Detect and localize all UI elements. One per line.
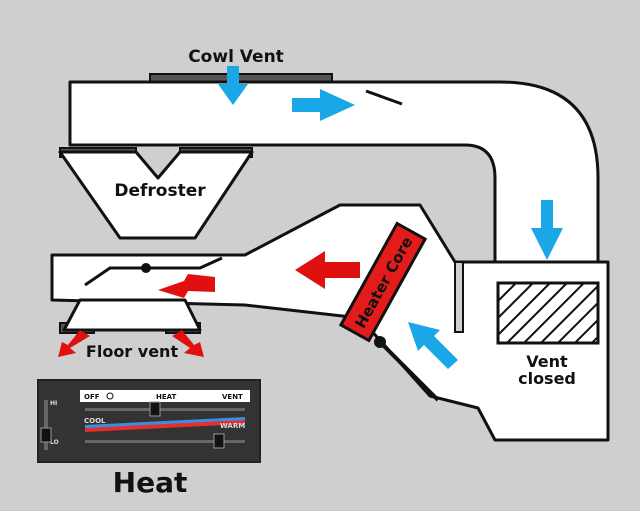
fan-lo-label: LO — [50, 439, 59, 446]
cowl-flap-door — [365, 89, 403, 106]
mode-strip — [80, 390, 250, 402]
cowl-vent-label: Cowl Vent — [188, 47, 284, 67]
fan-slider-track — [44, 400, 48, 450]
hvac-control-panel: HI LO OFF HEAT VENT COOL WARM — [37, 379, 261, 463]
temp-warm-label: WARM — [220, 422, 245, 430]
fan-slider-knob[interactable] — [40, 427, 52, 443]
mode-door-pivot — [141, 263, 151, 273]
warm-air-arrow-from-core — [295, 251, 360, 289]
cool-air-arrow-cowl-down — [218, 66, 248, 105]
floor-vent-label: Floor vent — [86, 342, 179, 361]
fan-hi-label: HI — [50, 400, 57, 407]
defroster-label: Defroster — [114, 181, 206, 201]
vent-divider-wall — [454, 261, 464, 333]
mode-heat-label: HEAT — [156, 393, 177, 401]
blend-door-pivot — [374, 336, 386, 348]
defroster-duct — [58, 150, 254, 240]
mode-title: Heat — [113, 466, 188, 499]
mode-off-label: OFF — [84, 393, 100, 401]
cool-air-arrow-duct-down — [531, 200, 563, 260]
temp-cool-label: COOL — [84, 417, 106, 425]
mode-door — [84, 256, 223, 287]
vent-closed-label-line1: Vent — [526, 352, 568, 371]
warm-air-arrow-floor-right — [172, 330, 204, 357]
cool-air-arrow-cowl-right — [292, 89, 355, 121]
floor-duct — [62, 298, 202, 332]
blend-door — [378, 340, 440, 402]
temp-slider-knob[interactable] — [213, 433, 225, 449]
defrost-mode-icon — [106, 392, 114, 400]
heater-plenum — [50, 203, 610, 442]
warm-air-arrow-floor-left — [58, 330, 90, 357]
cowl-duct — [68, 80, 600, 264]
mode-slider-track — [85, 408, 245, 411]
cool-air-arrow-into-heater — [408, 322, 458, 369]
vent-closed-label-line2: closed — [518, 369, 576, 388]
mode-vent-label: VENT — [222, 393, 243, 401]
temp-gradient-warm — [85, 420, 245, 432]
mode-slider-knob[interactable] — [149, 401, 161, 417]
temp-slider-track — [85, 440, 245, 443]
warm-air-arrow-to-floor — [158, 274, 215, 298]
vent-grille-closed — [496, 281, 600, 345]
